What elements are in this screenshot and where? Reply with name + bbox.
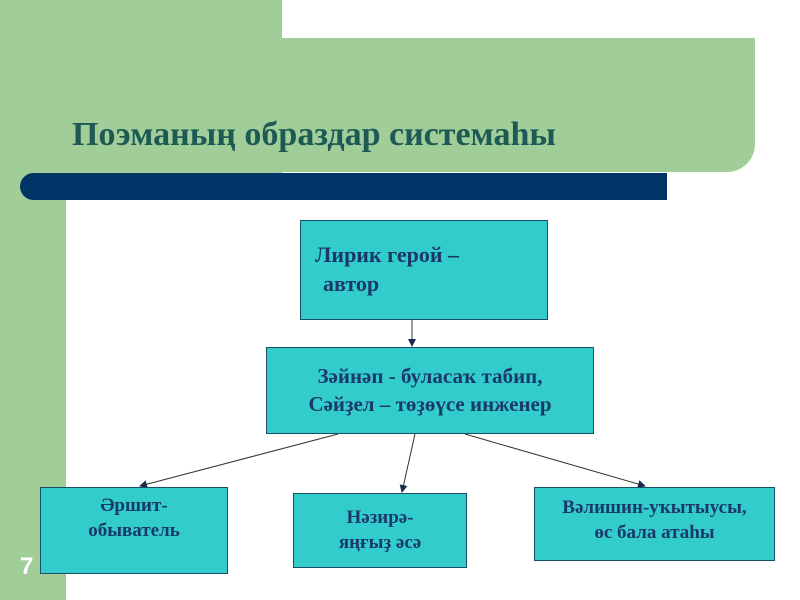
node-text: Әршит-: [100, 495, 168, 516]
top-white-area: [282, 0, 800, 38]
title-band: [0, 38, 755, 172]
arrow-to-nazira: [399, 433, 416, 493]
arrow-to-valishin: [464, 433, 646, 488]
node-nazira: Нәзирә-яңғыҙ әсә: [293, 493, 467, 568]
node-text: Зәйнәп - буласаҡ табип,: [317, 364, 543, 389]
node-text: Нәзирә-: [346, 506, 414, 528]
slide-title: Поэманың образдар системаһы: [72, 116, 556, 153]
node-valishin: Вәлишин-уҡытыусы, өс бала атаһы: [534, 487, 775, 561]
node-text: өс бала атаһы: [594, 521, 715, 543]
node-arshit: Әршит-обыватель: [40, 487, 228, 574]
node-text: Вәлишин-уҡытыусы,: [562, 497, 747, 518]
node-text: Сәйҙел – төҙөүсе инженер: [308, 391, 552, 416]
node-text: Лирик герой –: [315, 242, 460, 267]
node-text: яңғыҙ әсә: [338, 531, 422, 553]
node-lyric-hero: Лирик герой – автор: [300, 220, 548, 320]
node-zainap: Зәйнәп - буласаҡ табип,Сәйҙел – төҙөүсе …: [266, 347, 594, 434]
node-text: обыватель: [88, 519, 180, 541]
slide-number: 7: [20, 553, 34, 580]
node-text: автор: [323, 270, 380, 296]
arrow-to-arshit: [139, 433, 339, 489]
navy-bar: [20, 173, 667, 200]
